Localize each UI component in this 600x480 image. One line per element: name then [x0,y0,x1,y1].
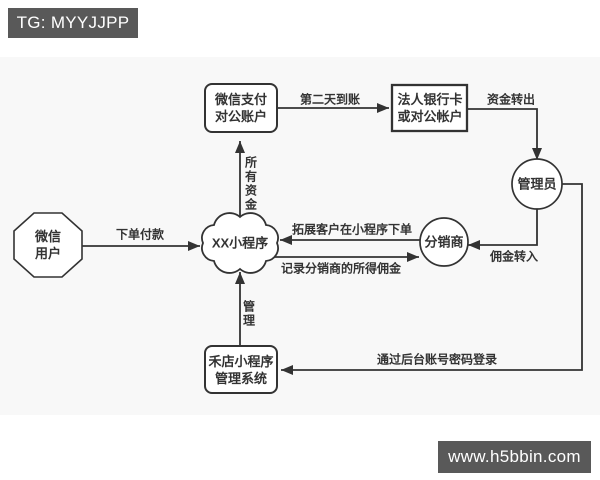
expand-customers-label: 拓展客户在小程序下单 [291,222,413,237]
commission-in-label: 佣金转入 [489,249,539,264]
manage-label: 管理 [241,300,256,328]
corporate-bank-card-shape [390,83,469,133]
management-system-shape [204,345,278,394]
distributor-shape [419,217,469,267]
distributor-label: 分销商 [424,234,464,250]
edge-commission-in [468,209,538,250]
backend-login-label: 通过后台账号密码登录 [376,352,498,367]
diagram-canvas [0,57,600,415]
place-order-label: 下单付款 [115,227,165,242]
edge-backend-login [281,183,583,375]
wechat-user-shape [13,212,83,278]
admin-label: 管理员 [517,176,557,192]
funds-out-label: 资金转出 [486,92,536,107]
record-commission-label: 记录分销商的所得佣金 [280,261,402,276]
management-system-label: 禾店小程序 管理系统 [208,354,274,386]
wechat-user-label: 微信 用户 [34,229,62,261]
corporate-bank-card-label: 法人银行卡 或对公帐户 [397,92,463,124]
all-funds-label: 所有资金 [243,156,258,212]
next-day-label: 第二天到账 [299,92,361,107]
wechat-pay-account-shape [204,83,278,133]
wechat-pay-account-label: 微信支付 对公账户 [214,92,268,124]
telegram-badge: TG: MYYJJPP [8,8,138,38]
website-badge: www.h5bbin.com [438,441,591,473]
mini-program-label: XX小程序 [211,235,269,251]
admin-shape [511,158,563,210]
mini-program-cloud-shape [201,212,279,274]
edge-funds-out [467,108,542,160]
